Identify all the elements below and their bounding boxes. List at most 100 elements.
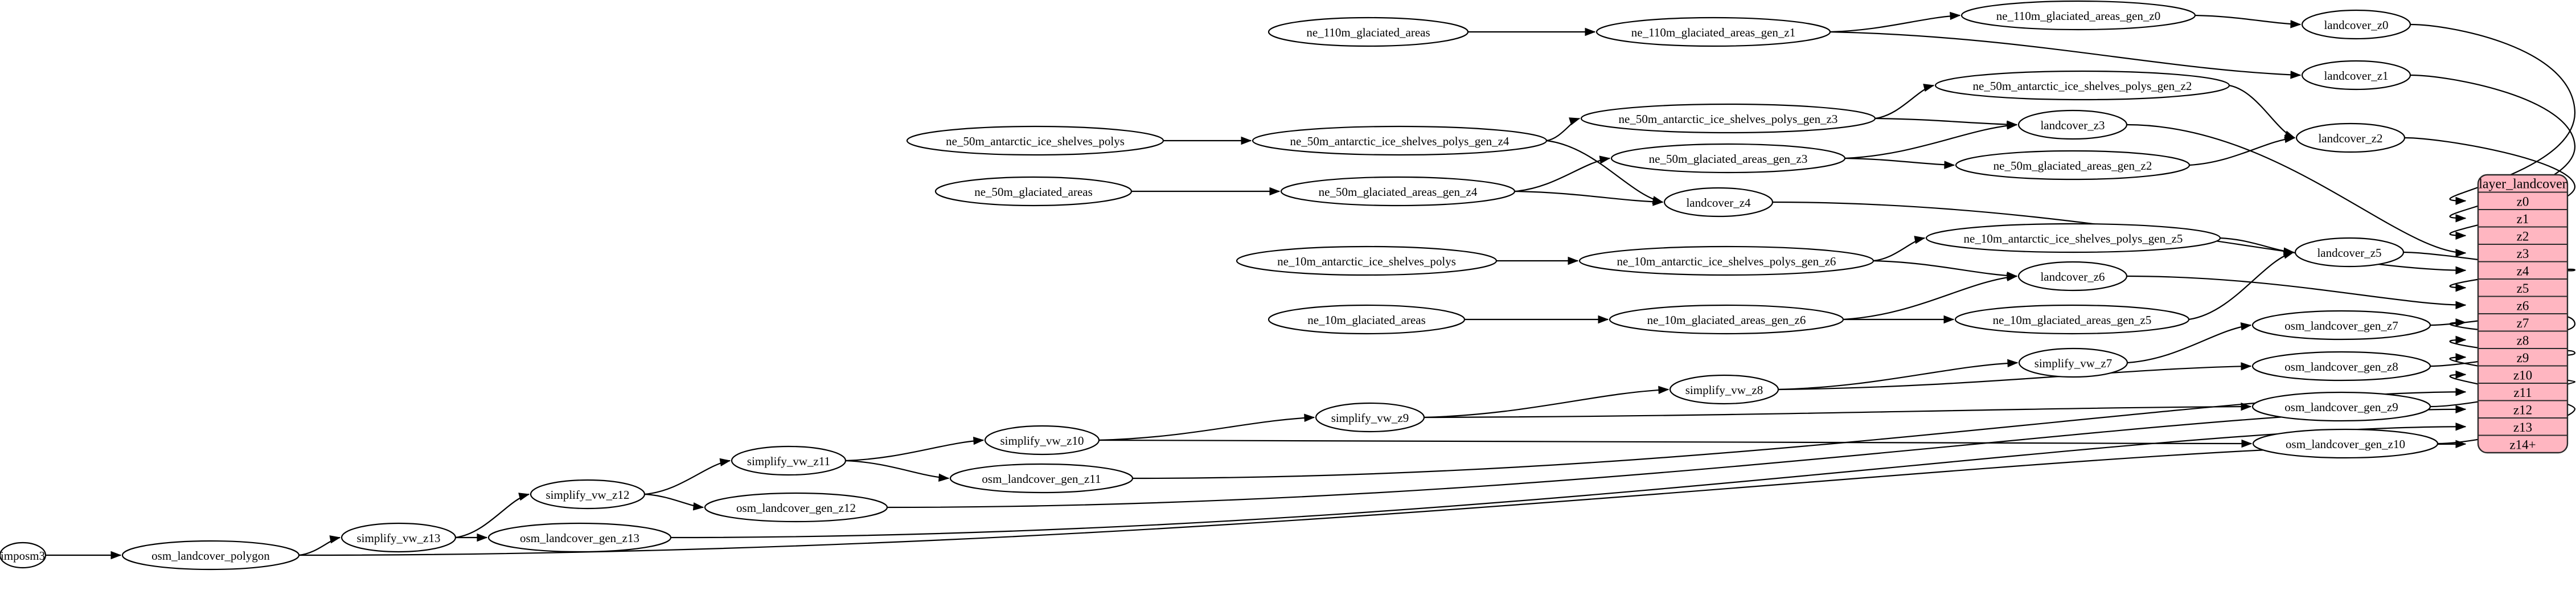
graph-edge (1514, 155, 1611, 192)
graph-node-ne-10m-antarctic-ice-shelves-polys[interactable]: ne_10m_antarctic_ice_shelves_polys (1236, 245, 1498, 276)
graph-node-simplify-vw-z13[interactable]: simplify_vw_z13 (341, 522, 457, 553)
graph-edge (1098, 439, 2253, 448)
graph-edge (1830, 31, 2302, 79)
graph-node-ne-50m-antarctic-ice-shelves-polys-gen-z3[interactable]: ne_50m_antarctic_ice_shelves_polys_gen_z… (1580, 103, 1876, 134)
graph-node-simplify-vw-z11[interactable]: simplify_vw_z11 (731, 445, 847, 476)
graph-edge (1844, 121, 2018, 159)
nodes-layer: imposm3 osm_landcover_polygon simplify_vw_… (0, 0, 2439, 571)
graph-node-ne-110m-glaciated-areas[interactable]: ne_110m_glaciated_areas (1268, 17, 1469, 47)
graph-node-landcover-z2[interactable]: landcover_z2 (2295, 122, 2406, 153)
graph-edge (1778, 362, 2252, 391)
record-table-cell-z9[interactable]: z9 (2517, 351, 2529, 365)
record-table-cell-z8[interactable]: z8 (2517, 333, 2529, 347)
graph-edge (1496, 256, 1579, 265)
graph-edge (2229, 84, 2296, 139)
graph-node-landcover-z3[interactable]: landcover_z3 (2017, 109, 2128, 140)
graph-node-ne-110m-glaciated-areas-gen-z1[interactable]: ne_110m_glaciated_areas_gen_z1 (1595, 17, 1831, 47)
graph-edge (1468, 27, 1596, 36)
graph-edge (2410, 23, 2576, 206)
graph-node-osm-landcover-gen-z9[interactable]: osm_landcover_gen_z9 (2251, 391, 2431, 422)
graph-node-simplify-vw-z12[interactable]: simplify_vw_z12 (530, 479, 646, 510)
record-table-cell-z6[interactable]: z6 (2517, 298, 2529, 313)
graph-edge (1874, 84, 1935, 120)
graph-node-landcover-z6[interactable]: landcover_z6 (2017, 261, 2128, 292)
graph-edge (1778, 359, 2019, 391)
record-table-cell-z2[interactable]: z2 (2517, 229, 2529, 243)
graph-node-simplify-vw-z10[interactable]: simplify_vw_z10 (984, 425, 1100, 456)
graph-node-osm-landcover-gen-z11[interactable]: osm_landcover_gen_z11 (949, 463, 1134, 494)
record-table-layer: layer_landcover z0 z1 z2 z3 z4 z5 z6 z7 z8 z9 z10 z1… (2477, 174, 2569, 454)
graph-edge (2126, 124, 2467, 257)
graph-node-landcover-z4[interactable]: landcover_z4 (1663, 187, 1774, 218)
graph-node-osm-landcover-gen-z13[interactable]: osm_landcover_gen_z13 (487, 522, 672, 553)
graph-edge (644, 493, 704, 511)
graph-node-ne-10m-antarctic-ice-shelves-polys-gen-z5[interactable]: ne_10m_antarctic_ice_shelves_polys_gen_z… (1925, 223, 2221, 253)
graph-node-ne-50m-antarctic-ice-shelves-polys[interactable]: ne_50m_antarctic_ice_shelves_polys (906, 125, 1164, 156)
graph-edge (1830, 11, 1961, 33)
graph-edge (1873, 260, 2018, 280)
graph-node-ne-50m-glaciated-areas-gen-z4[interactable]: ne_50m_glaciated_areas_gen_z4 (1280, 176, 1516, 207)
graph-edge (2410, 74, 2576, 223)
record-table-cell-z13[interactable]: z13 (2513, 420, 2532, 434)
graph-node-osm-landcover-gen-z7[interactable]: osm_landcover_gen_z7 (2251, 310, 2431, 341)
graph-node-ne-10m-glaciated-areas[interactable]: ne_10m_glaciated_areas (1268, 304, 1466, 335)
record-table-cell-z3[interactable]: z3 (2517, 247, 2529, 261)
graph-edge (2194, 14, 2302, 28)
graph-edge (1465, 315, 1609, 324)
graph-edge (845, 436, 985, 462)
graph-node-osm-landcover-gen-z10[interactable]: osm_landcover_gen_z10 (2252, 428, 2439, 459)
graph-node-landcover-z5[interactable]: landcover_z5 (2294, 237, 2405, 268)
record-table-cell-z14+[interactable]: z14+ (2509, 437, 2536, 452)
graph-node-ne-10m-glaciated-areas-gen-z6[interactable]: ne_10m_glaciated_areas_gen_z6 (1609, 304, 1844, 335)
graph-edge (845, 460, 950, 482)
graph-node-ne-50m-antarctic-ice-shelves-polys-gen-z2[interactable]: ne_50m_antarctic_ice_shelves_polys_gen_z… (1934, 70, 2230, 101)
graph-edge (456, 533, 488, 542)
graph-node-landcover-z0[interactable]: landcover_z0 (2301, 9, 2411, 40)
graph-node-osm-landcover-gen-z8[interactable]: osm_landcover_gen_z8 (2251, 351, 2431, 382)
graph-edge (2127, 322, 2252, 364)
graph-edge (1424, 386, 1670, 419)
record-table-cell-z5[interactable]: z5 (2517, 281, 2529, 296)
graph-node-ne-50m-glaciated-areas-gen-z2[interactable]: ne_50m_glaciated_areas_gen_z2 (1955, 150, 2191, 181)
record-table-cell-z12[interactable]: z12 (2513, 403, 2532, 417)
graph-edge (2188, 251, 2295, 321)
graph-edge (2126, 275, 2467, 310)
graph-edge (1546, 117, 1581, 142)
graph-node-ne-50m-antarctic-ice-shelves-polys-gen-z4[interactable]: ne_50m_antarctic_ice_shelves_polys_gen_z… (1252, 125, 1548, 156)
graph-edge (45, 551, 122, 560)
record-table-cell-z4[interactable]: z4 (2517, 264, 2529, 278)
graph-edge (298, 535, 341, 556)
graph-edge (1873, 236, 1926, 262)
graph-edge (2403, 251, 2576, 292)
record-table-layer-landcover[interactable]: layer_landcover z0 z1 z2 z3 z4 z5 z6 z7 z8 z9 z10 z1… (2477, 174, 2569, 454)
graph-node-osm-landcover-polygon[interactable]: osm_landcover_polygon (121, 540, 300, 571)
graph-edge (1163, 136, 1252, 145)
graph-node-landcover-z1[interactable]: landcover_z1 (2301, 60, 2411, 91)
graph-edge (2404, 137, 2576, 240)
record-table-cell-z10[interactable]: z10 (2513, 368, 2532, 382)
graph-node-ne-50m-glaciated-areas[interactable]: ne_50m_glaciated_areas (934, 176, 1133, 207)
record-table-cell-z1[interactable]: z1 (2517, 212, 2529, 226)
graph-node-ne-10m-glaciated-areas-gen-z5[interactable]: ne_10m_glaciated_areas_gen_z5 (1954, 304, 2190, 335)
graph-node-ne-10m-antarctic-ice-shelves-polys-gen-z6[interactable]: ne_10m_antarctic_ice_shelves_polys_gen_z… (1578, 245, 1874, 276)
graph-node-ne-50m-glaciated-areas-gen-z3[interactable]: ne_50m_glaciated_areas_gen_z3 (1610, 143, 1846, 174)
graph-node-simplify-vw-z9[interactable]: simplify_vw_z9 (1315, 402, 1425, 433)
graph-edge (644, 458, 731, 495)
record-table-title: layer_landcover (2479, 177, 2567, 191)
graph-edge (1514, 190, 1664, 206)
graph-node-simplify-vw-z7[interactable]: simplify_vw_z7 (2018, 347, 2128, 378)
graph-node-imposm3[interactable]: imposm3 (0, 542, 47, 569)
graph-node-simplify-vw-z8[interactable]: simplify_vw_z8 (1669, 374, 1779, 405)
record-table-cell-z11[interactable]: z11 (2513, 386, 2532, 400)
graph-edge (1874, 117, 2018, 129)
graph-edge (1424, 402, 2252, 419)
record-table-cell-z0[interactable]: z0 (2517, 194, 2529, 208)
graph-edge (2189, 134, 2296, 166)
graph-edge (1843, 273, 2018, 321)
graph-node-osm-landcover-gen-z12[interactable]: osm_landcover_gen_z12 (704, 492, 888, 523)
graph-node-ne-110m-glaciated-areas-gen-z0[interactable]: ne_110m_glaciated_areas_gen_z0 (1960, 0, 2196, 31)
edges-layer (45, 11, 2576, 560)
record-table-cell-z7[interactable]: z7 (2517, 316, 2529, 330)
